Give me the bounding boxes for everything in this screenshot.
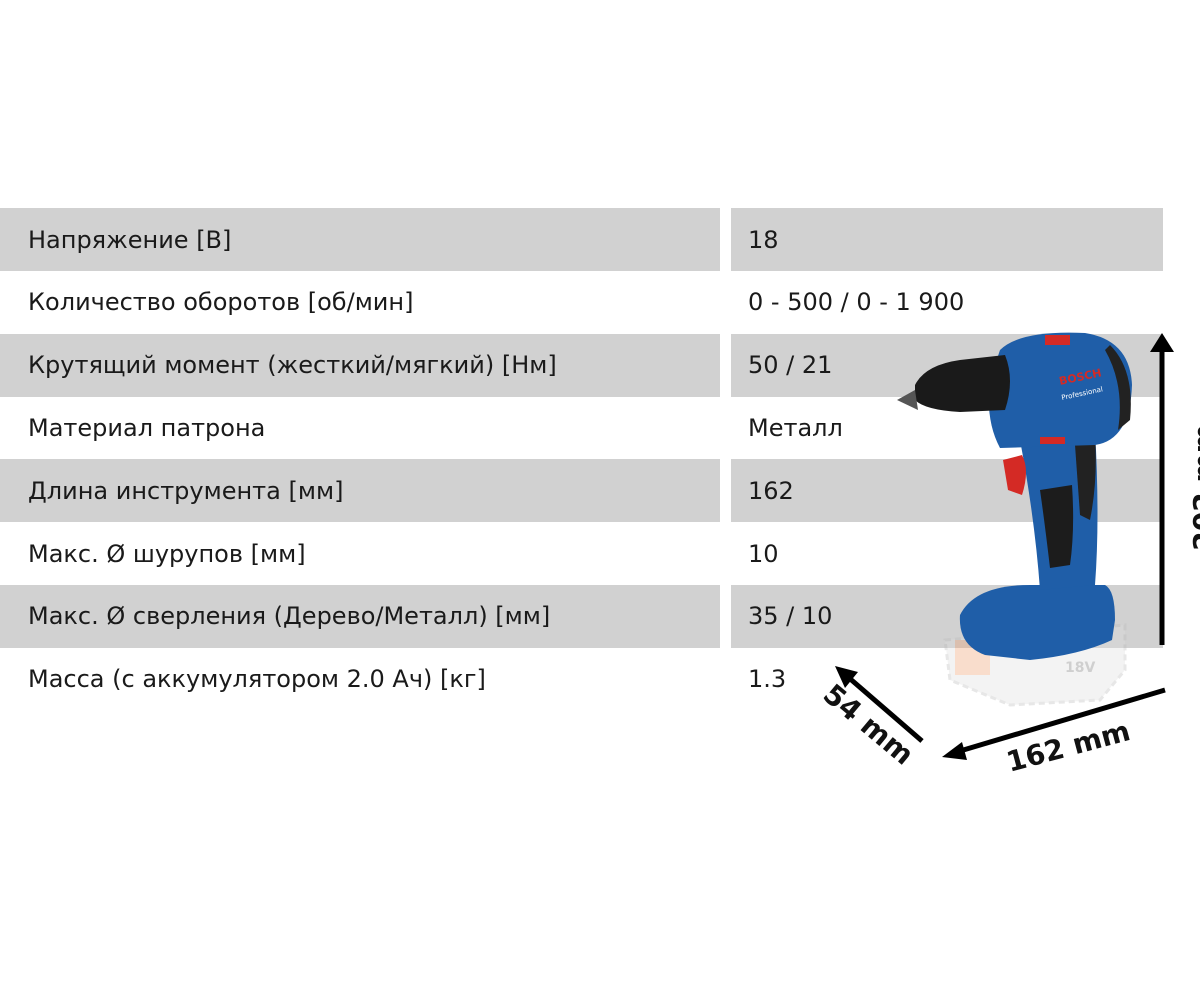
width-arrow bbox=[846, 675, 924, 743]
battery-voltage-label: 18V bbox=[1065, 660, 1095, 676]
spec-value: Металл bbox=[748, 413, 843, 442]
height-dimension-label: 202 mm bbox=[1186, 424, 1200, 551]
spec-label: Макс. Ø шурупов [мм] bbox=[28, 539, 306, 568]
spec-label: Макс. Ø сверления (Дерево/Металл) [мм] bbox=[0, 584, 720, 648]
spec-label: Напряжение [В] bbox=[0, 208, 720, 271]
drill-base bbox=[959, 585, 1115, 660]
spec-label: Материал патрона bbox=[28, 413, 266, 442]
spec-row: Масса (с аккумулятором 2.0 Ач) [кг] 1.3 bbox=[0, 648, 1163, 711]
spec-row: Материал патрона Металл bbox=[0, 396, 1163, 459]
spec-label: Масса (с аккумулятором 2.0 Ач) [кг] bbox=[28, 665, 486, 694]
spec-row: Количество оборотов [об/мин] 0 - 500 / 0 … bbox=[0, 271, 1163, 334]
spec-row: Напряжение [В]18 bbox=[0, 208, 1163, 271]
spec-value: 18 bbox=[731, 208, 1163, 271]
drill-chuck bbox=[915, 355, 1010, 412]
spec-value: 10 bbox=[748, 539, 779, 568]
spec-label: Длина инструмента [мм] bbox=[0, 459, 720, 523]
spec-row: Макс. Ø сверления (Дерево/Металл) [мм]35… bbox=[0, 584, 1163, 648]
spec-label: Количество оборотов [об/мин] bbox=[28, 288, 414, 317]
length-arrow bbox=[959, 687, 1166, 754]
spec-value: 0 - 500 / 0 - 1 900 bbox=[748, 288, 965, 317]
drill-body bbox=[988, 332, 1132, 448]
spec-value: 1.3 bbox=[748, 665, 787, 694]
spec-row: Макс. Ø шурупов [мм] 10 bbox=[0, 522, 1163, 585]
spec-label: Крутящий момент (жесткий/мягкий) [Нм] bbox=[0, 333, 720, 397]
